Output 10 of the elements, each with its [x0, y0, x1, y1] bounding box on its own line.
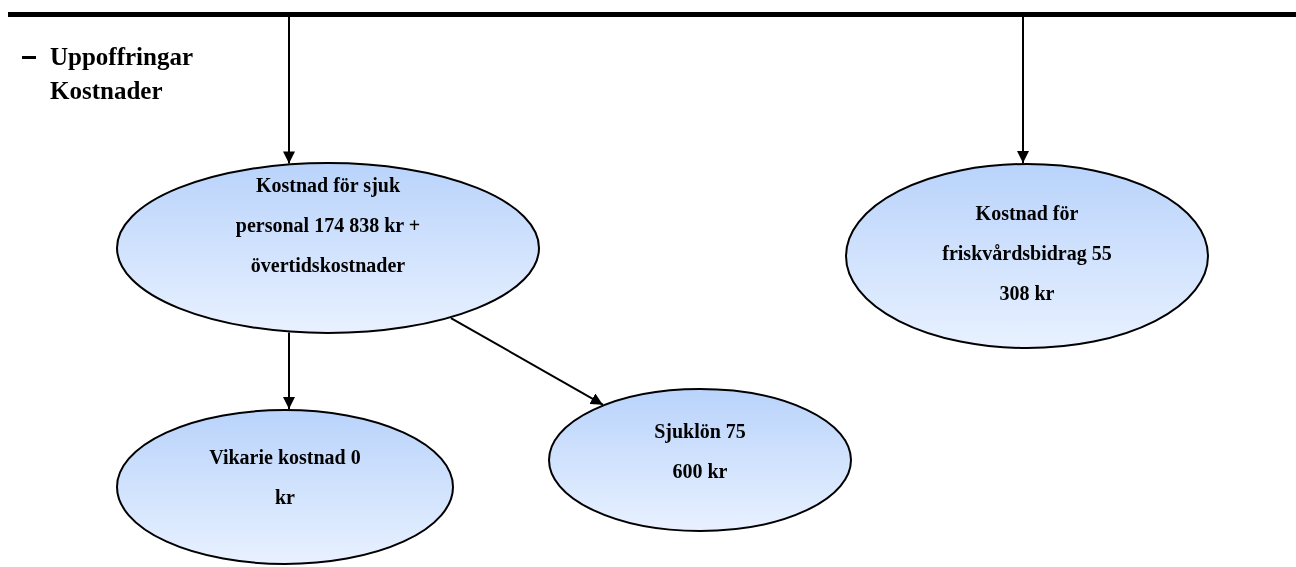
node-text: Kostnad för friskvårdsbidrag 55 308 kr	[941, 201, 1113, 306]
arrow	[283, 331, 295, 410]
horizontal-bar	[8, 12, 1296, 17]
node-text: Kostnad för sjuk personal 174 838 kr + övertidskostnader	[234, 173, 422, 278]
node-text: Vikarie kostnad 0 kr	[208, 445, 362, 510]
arrow	[1017, 16, 1029, 164]
node-text: Sjuklön 75 600 kr	[653, 419, 747, 484]
arrow	[283, 16, 295, 165]
heading-text: Uppoffringar Kostnader	[50, 42, 194, 106]
arrow	[449, 317, 604, 406]
